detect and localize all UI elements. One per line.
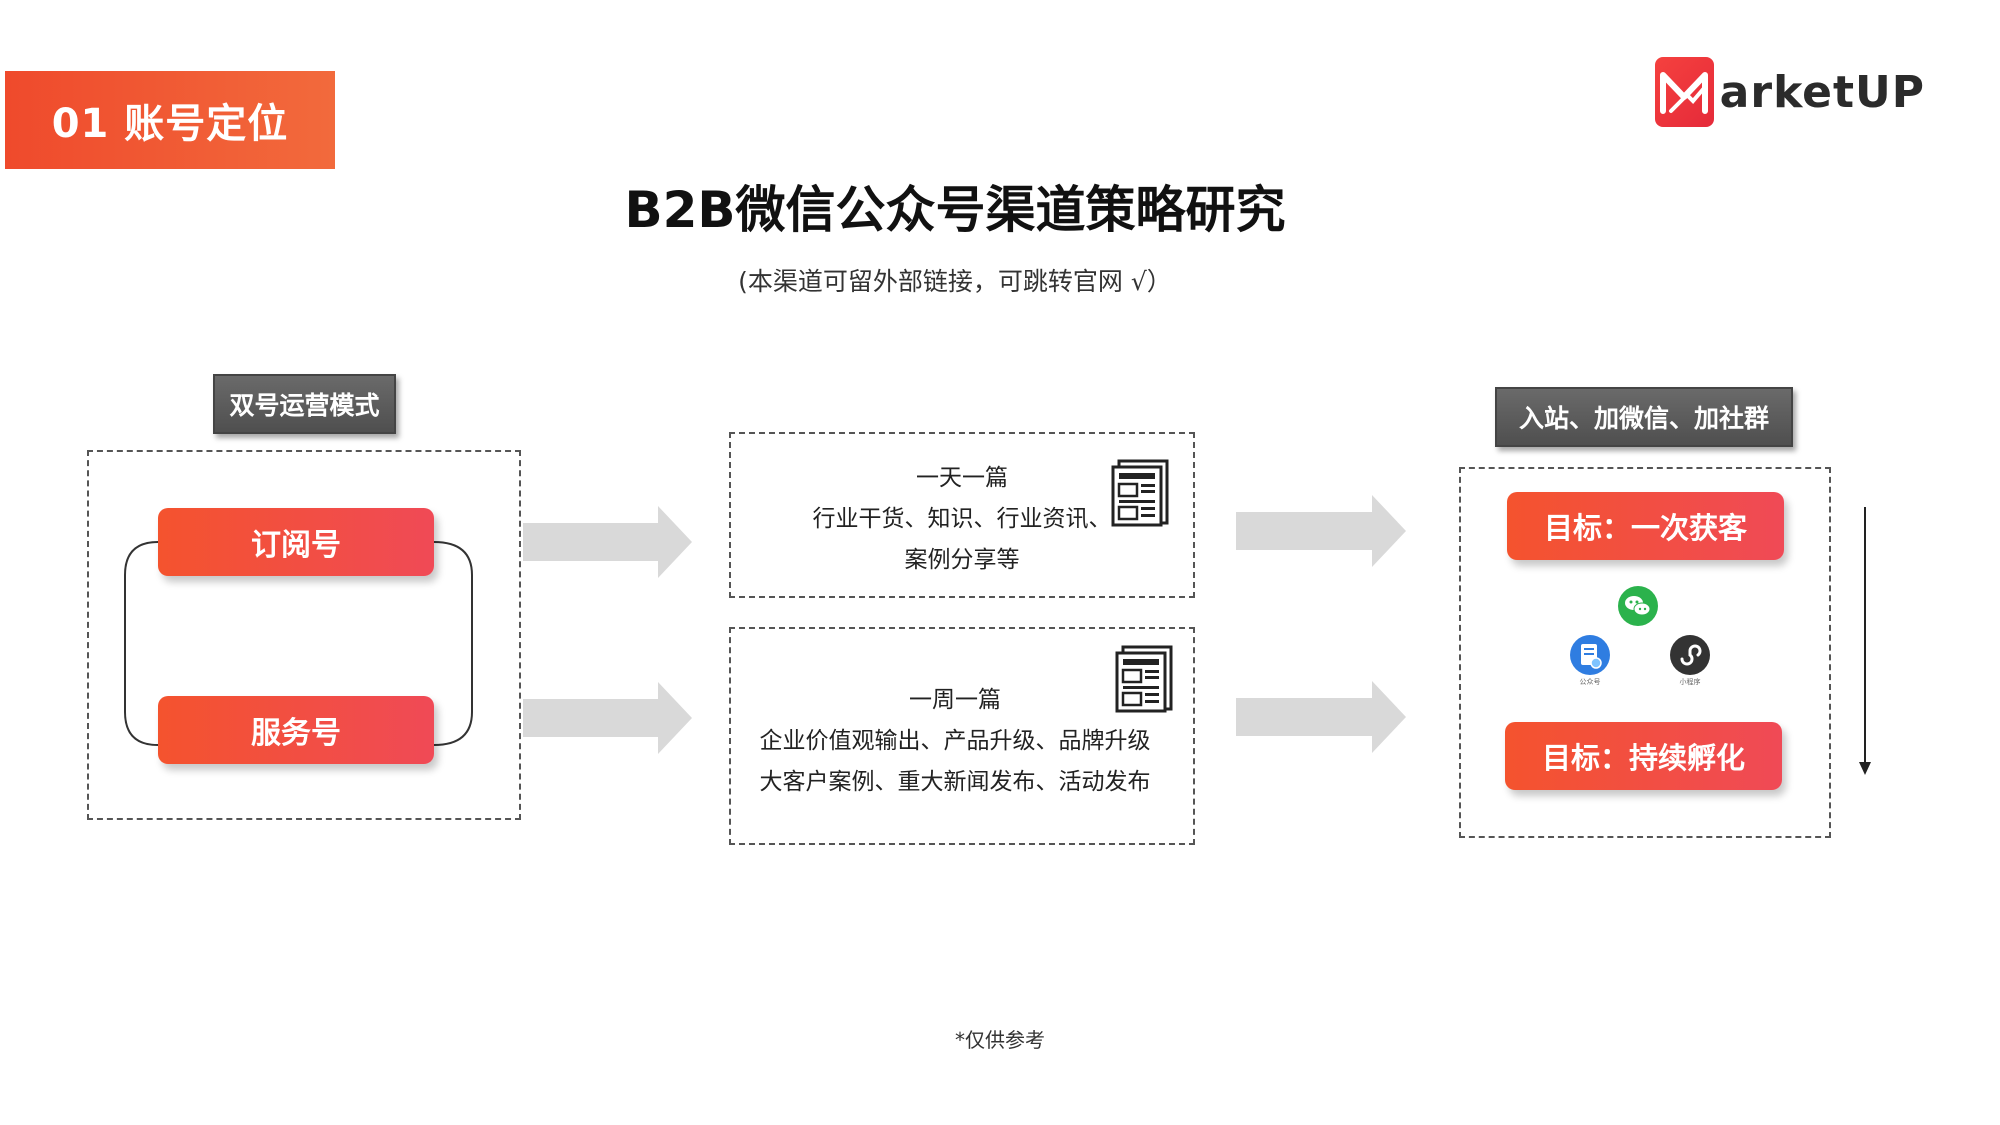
daily-line-1: 行业干货、知识、行业资讯、 xyxy=(812,506,1112,532)
official-account-icon xyxy=(1570,635,1610,675)
arrow-2 xyxy=(523,682,692,754)
dual-account-box xyxy=(87,450,521,820)
arrow-4 xyxy=(1236,681,1406,753)
daily-content-text: 一天一篇 行业干货、知识、行业资讯、 案例分享等 xyxy=(772,458,1152,581)
daily-heading: 一天一篇 xyxy=(916,465,1008,491)
weekly-content-box xyxy=(729,627,1195,845)
arrow-3 xyxy=(1236,495,1406,567)
logo-m-icon xyxy=(1655,57,1714,127)
subscription-account-pill: 订阅号 xyxy=(158,508,434,576)
newspaper-icon xyxy=(1111,459,1169,527)
down-arrow xyxy=(1859,507,1871,775)
weekly-content-text: 一周一篇 企业价值观输出、产品升级、品牌升级 大客户案例、重大新闻发布、活动发布 xyxy=(735,680,1175,803)
arrow-1 xyxy=(523,506,692,578)
daily-line-2: 案例分享等 xyxy=(904,547,1020,573)
goals-box xyxy=(1459,467,1831,838)
footnote: *仅供参考 xyxy=(955,1028,1045,1052)
mini-program-caption: 小程序 xyxy=(1679,678,1701,686)
mini-program-icon xyxy=(1670,635,1710,675)
right-bracket-line xyxy=(433,541,473,746)
page-subtitle: (本渠道可留外部链接，可跳转官网 √） xyxy=(738,267,1172,296)
wechat-icon xyxy=(1618,586,1658,626)
marketup-logo: arketUP xyxy=(1655,56,1925,128)
service-account-pill: 服务号 xyxy=(158,696,434,764)
goal-nurture-pill: 目标：持续孵化 xyxy=(1505,722,1782,790)
weekly-line-2: 大客户案例、重大新闻发布、活动发布 xyxy=(759,769,1151,795)
logo-text: arketUP xyxy=(1719,66,1925,118)
section-tag: 01 账号定位 xyxy=(5,71,335,169)
weekly-heading: 一周一篇 xyxy=(909,687,1001,713)
official-account-caption: 公众号 xyxy=(1579,678,1601,686)
conversion-label: 入站、加微信、加社群 xyxy=(1495,387,1793,447)
weekly-line-1: 企业价值观输出、产品升级、品牌升级 xyxy=(759,728,1151,754)
goal-acquire-pill: 目标：一次获客 xyxy=(1507,492,1784,560)
newspaper-icon xyxy=(1115,645,1173,713)
dual-account-label: 双号运营模式 xyxy=(213,374,396,434)
daily-content-box xyxy=(729,432,1195,598)
page-title: B2B微信公众号渠道策略研究 xyxy=(624,181,1286,239)
left-bracket-line xyxy=(124,541,159,746)
